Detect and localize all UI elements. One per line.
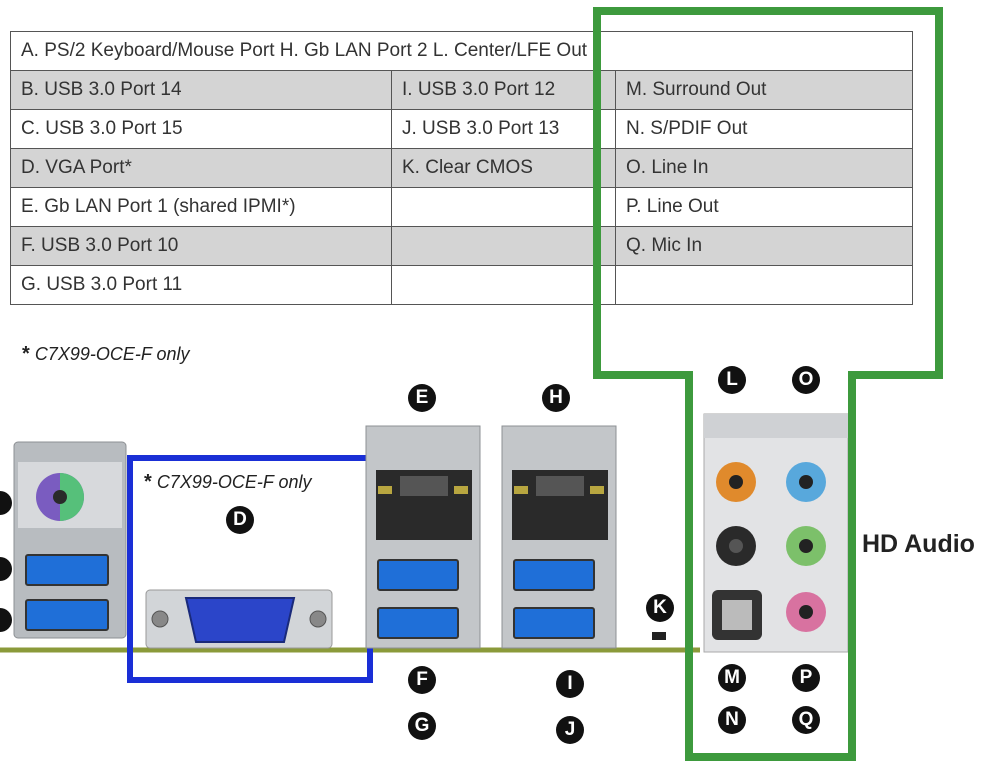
badge-g: G — [408, 712, 436, 740]
footnote-text: C7X99-OCE-F only — [34, 344, 190, 364]
legend-row: E. Gb LAN Port 1 (shared IPMI*) P. Line … — [10, 187, 913, 227]
usb-port-c — [25, 599, 109, 631]
badge-h: H — [542, 384, 570, 412]
legend-row: F. USB 3.0 Port 10 Q. Mic In — [10, 226, 913, 266]
port-legend-table: A. PS/2 Keyboard/Mouse Port H. Gb LAN Po… — [10, 31, 913, 305]
badge-p: P — [792, 664, 820, 692]
lan2-usb-stack — [501, 425, 617, 649]
badge-k: K — [646, 594, 674, 622]
legend-cell — [391, 265, 616, 305]
legend-header-text: A. PS/2 Keyboard/Mouse Port H. Gb LAN Po… — [21, 40, 588, 61]
lan1-led-left — [378, 486, 392, 494]
legend-cell: M. Surround Out — [615, 70, 913, 110]
lan1-led-right — [454, 486, 468, 494]
footnote-star: * — [22, 343, 30, 365]
lan2-jack-clip — [536, 476, 584, 496]
jack-surround-hole — [729, 539, 743, 553]
badge-j: J — [556, 716, 584, 744]
legend-cell: K. Clear CMOS — [391, 148, 616, 188]
vga-note: * C7X99-OCE-F only — [144, 471, 312, 494]
legend-row: B. USB 3.0 Port 14 I. USB 3.0 Port 12 M.… — [10, 70, 913, 110]
jack-line-out-hole — [799, 539, 813, 553]
jack-center-lfe-hole — [729, 475, 743, 489]
legend-cell: B. USB 3.0 Port 14 — [10, 70, 392, 110]
legend-cell — [615, 265, 913, 305]
footnote: * C7X99-OCE-F only — [22, 343, 190, 366]
legend-row: D. VGA Port* K. Clear CMOS O. Line In — [10, 148, 913, 188]
badge-o: O — [792, 366, 820, 394]
clear-cmos-button — [652, 632, 666, 640]
badge-f: F — [408, 666, 436, 694]
usb-port-b — [25, 554, 109, 586]
usb-port-j — [513, 607, 595, 639]
badge-i: I — [556, 670, 584, 698]
ps2-usb-stack — [0, 441, 127, 639]
ps2-port-green-half — [60, 473, 84, 521]
vga-screw-right — [309, 610, 327, 628]
hd-audio-label: HD Audio — [862, 530, 975, 558]
badge-m: M — [718, 664, 746, 692]
legend-cell: F. USB 3.0 Port 10 — [10, 226, 392, 266]
ps2-port-center — [53, 490, 67, 504]
lan1-usb-stack — [365, 425, 481, 649]
legend-cell: P. Line Out — [615, 187, 913, 227]
legend-cell: O. Line In — [615, 148, 913, 188]
legend-cell: A. PS/2 Keyboard/Mouse Port H. Gb LAN Po… — [10, 31, 913, 71]
lan2-led-right — [590, 486, 604, 494]
legend-cell: G. USB 3.0 Port 11 — [10, 265, 392, 305]
legend-cell: I. USB 3.0 Port 12 — [391, 70, 616, 110]
badge-e: E — [408, 384, 436, 412]
usb-port-i — [513, 559, 595, 591]
vga-note-star: * — [144, 471, 152, 493]
spdif-port-window — [722, 600, 752, 630]
legend-cell — [391, 187, 616, 227]
badge-d: D — [226, 506, 254, 534]
vga-port — [145, 589, 333, 649]
jack-mic-in-hole — [799, 605, 813, 619]
badge-q: Q — [792, 706, 820, 734]
vga-note-text: C7X99-OCE-F only — [156, 472, 312, 492]
audio-jack-panel — [703, 413, 849, 653]
legend-cell: C. USB 3.0 Port 15 — [10, 109, 392, 149]
badge-c-partial — [0, 608, 12, 632]
legend-cell — [391, 226, 616, 266]
lan2-led-left — [514, 486, 528, 494]
badge-b-partial — [0, 557, 12, 581]
legend-header-row: A. PS/2 Keyboard/Mouse Port H. Gb LAN Po… — [10, 31, 913, 71]
legend-row: C. USB 3.0 Port 15 J. USB 3.0 Port 13 N.… — [10, 109, 913, 149]
vga-screw-left — [151, 610, 169, 628]
legend-row: G. USB 3.0 Port 11 — [10, 265, 913, 305]
legend-cell: E. Gb LAN Port 1 (shared IPMI*) — [10, 187, 392, 227]
usb-port-f — [377, 559, 459, 591]
legend-cell: D. VGA Port* — [10, 148, 392, 188]
badge-a-partial — [0, 491, 12, 515]
legend-cell: Q. Mic In — [615, 226, 913, 266]
vga-connector — [184, 597, 296, 643]
usb-port-g — [377, 607, 459, 639]
legend-cell: J. USB 3.0 Port 13 — [391, 109, 616, 149]
audio-panel-top — [704, 414, 848, 438]
audio-highlight-outline — [593, 7, 943, 761]
badge-n: N — [718, 706, 746, 734]
lan1-jack-clip — [400, 476, 448, 496]
jack-line-in-hole — [799, 475, 813, 489]
badge-l: L — [718, 366, 746, 394]
